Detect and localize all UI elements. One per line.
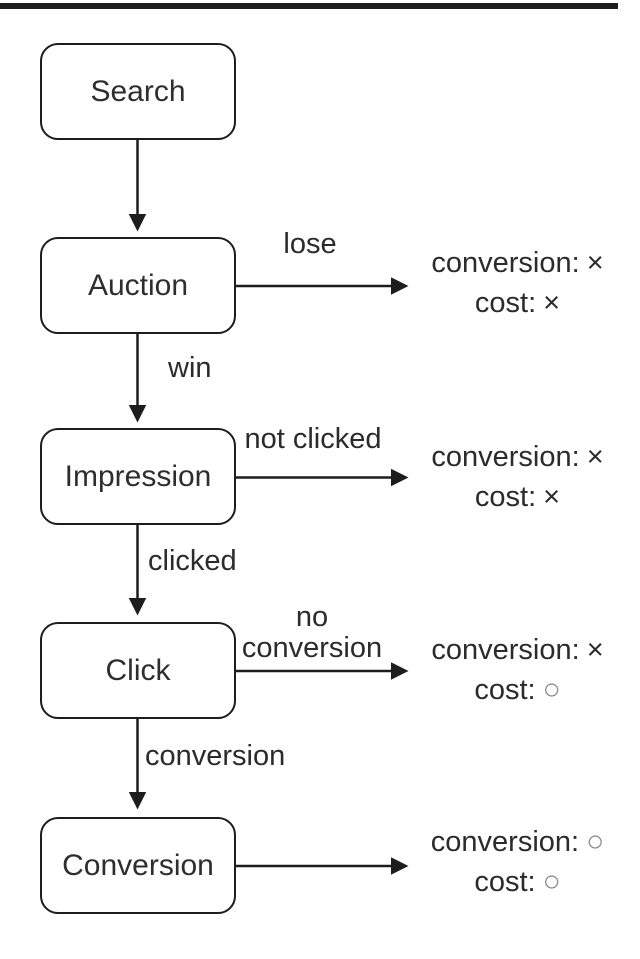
outcome-cost-label: cost: [474,674,536,706]
cross-symbol: × [543,287,561,319]
node-auction: Auction [40,237,236,334]
circle-symbol: ○ [586,825,605,858]
cross-symbol: × [586,634,604,666]
page-top-rule [0,3,618,9]
node-impression: Impression [40,428,236,525]
outcome-conversion-line: conversion:× [415,437,620,477]
edge-label-no-conversion: no conversion [232,602,392,664]
outcome-cost-line: cost:○ [415,670,620,710]
node-label: Conversion [62,848,214,882]
node-search: Search [40,43,236,140]
cross-symbol: × [586,247,604,279]
outcome-cost-line: cost:× [415,477,620,517]
circle-symbol: ○ [542,673,561,706]
outcome-block-impression-not-clicked: conversion:× cost:× [415,437,620,517]
outcome-block-conversion: conversion:○ cost:○ [415,822,620,902]
edge-label-line: no [295,601,329,633]
outcome-block-click-no-conversion: conversion:× cost:○ [415,630,620,710]
outcome-conversion-line: conversion:× [415,243,620,283]
cross-symbol: × [586,441,604,473]
outcome-conversion-line: conversion:× [415,630,620,670]
outcome-conversion-line: conversion:○ [415,822,620,862]
node-conversion: Conversion [40,817,236,914]
outcome-cost-line: cost:○ [415,862,620,902]
outcome-conversion-label: conversion: [431,634,580,666]
outcome-conversion-label: conversion: [431,247,580,279]
edge-label-lose: lose [283,228,337,260]
outcome-cost-line: cost:× [415,283,620,323]
node-label: Impression [64,459,212,493]
node-click: Click [40,622,236,719]
cross-symbol: × [543,481,561,513]
outcome-conversion-label: conversion: [430,826,580,858]
edge-label-line: conversion [241,632,383,664]
edge-label-conversion: conversion [145,740,286,772]
outcome-cost-label: cost: [474,481,537,513]
node-label: Search [90,74,186,108]
outcome-block-auction-lose: conversion:× cost:× [415,243,620,323]
edge-label-win: win [168,352,212,384]
node-label: Auction [87,268,189,302]
circle-symbol: ○ [542,865,561,898]
outcome-conversion-label: conversion: [431,441,580,473]
edge-label-clicked: clicked [148,545,237,577]
node-label: Click [105,653,171,687]
outcome-cost-label: cost: [474,866,536,898]
edge-label-not-clicked: not clicked [244,423,382,455]
outcome-cost-label: cost: [474,287,537,319]
